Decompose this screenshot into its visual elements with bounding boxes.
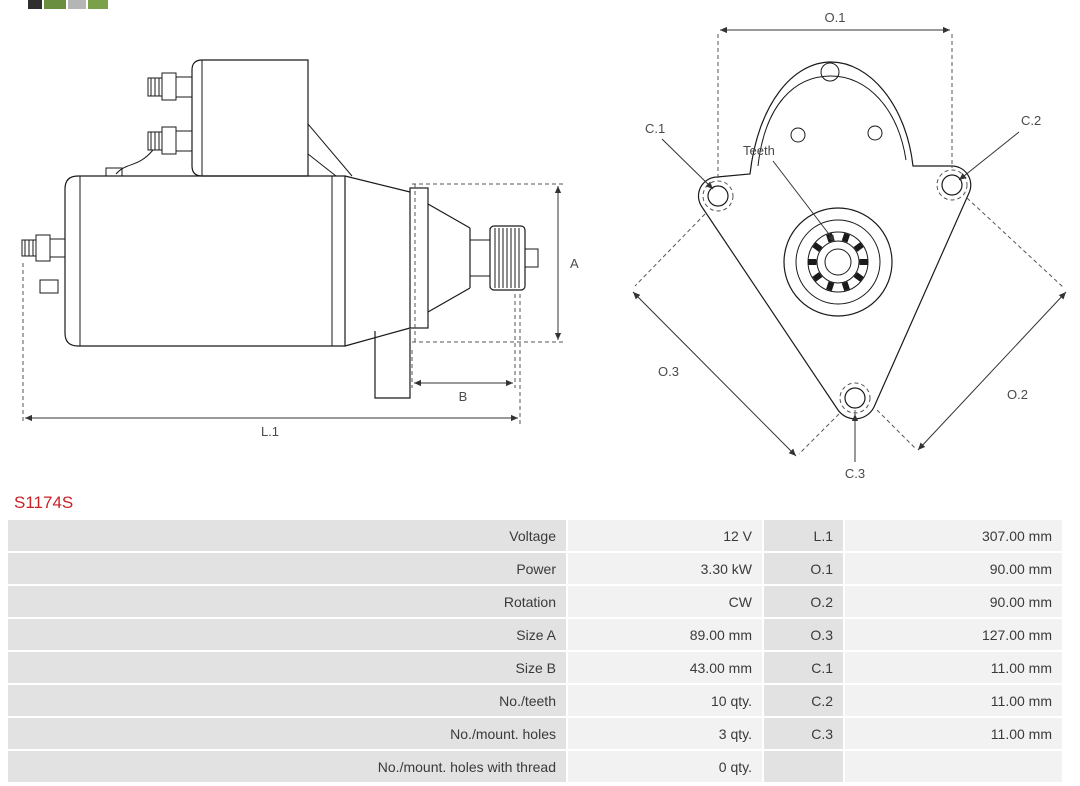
spec-table: Voltage 12 V L.1 307.00 mm Power 3.30 kW… [8,520,1072,782]
side-view-dimensions: A B L.1 [22,183,579,439]
solenoid-terminals [147,72,193,155]
dim-label-a: A [570,256,579,271]
starter-motor-side [21,59,539,399]
dim-value: 90.00 mm [845,586,1062,617]
dim-label-o1: O.1 [825,10,846,25]
dim-value: 11.00 mm [845,718,1062,749]
dim-label-b: B [459,389,468,404]
dim-label-c2: C.2 [1021,113,1041,128]
spec-label: Rotation [8,586,566,617]
starter-motor-front [697,61,972,420]
motor-body [64,175,346,347]
mounting-hole-c3 [839,382,871,414]
solenoid-cable [115,149,154,175]
dim-label: C.2 [764,685,843,716]
table-row: No./mount. holes 3 qty. C.3 11.00 mm [8,718,1072,749]
dim-value: 127.00 mm [845,619,1062,650]
spec-value: 3.30 kW [568,553,762,584]
table-row: No./mount. holes with thread 0 qty. [8,751,1072,782]
table-row: No./teeth 10 qty. C.2 11.00 mm [8,685,1072,716]
brand-logo-block [28,0,42,9]
spec-value: CW [568,586,762,617]
dim-label: O.2 [764,586,843,617]
dim-value: 307.00 mm [845,520,1062,551]
dim-value: 11.00 mm [845,685,1062,716]
spec-label: No./mount. holes with thread [8,751,566,782]
dim-value: 11.00 mm [845,652,1062,683]
brand-logo [28,0,108,10]
dim-value: 90.00 mm [845,553,1062,584]
side-view-drawing: A B L.1 [21,59,579,439]
spec-label: Voltage [8,520,566,551]
central-bore [783,207,893,317]
mounting-foot [374,329,411,399]
spec-label: No./teeth [8,685,566,716]
technical-drawings: A B L.1 [21,10,1067,481]
dim-label-o2: O.2 [1007,387,1028,402]
flange-outline [697,61,972,420]
dim-value [845,751,1062,782]
dim-label: L.1 [764,520,843,551]
front-view-dimensions: O.1 C.1 C.2 Teeth C.3 O.3 O.2 [632,10,1067,481]
spec-label: Power [8,553,566,584]
dim-label: C.3 [764,718,843,749]
table-row: Rotation CW O.2 90.00 mm [8,586,1072,617]
spec-value: 10 qty. [568,685,762,716]
spec-value: 89.00 mm [568,619,762,650]
dim-label [764,751,843,782]
spec-label: Size A [8,619,566,650]
front-view-drawing: O.1 C.1 C.2 Teeth C.3 O.3 O.2 [632,10,1067,481]
table-row: Size A 89.00 mm O.3 127.00 mm [8,619,1072,650]
bolt-head [867,125,883,141]
spec-value: 12 V [568,520,762,551]
spec-label: No./mount. holes [8,718,566,749]
solenoid [191,59,309,177]
spec-value: 43.00 mm [568,652,762,683]
dim-label-c1: C.1 [645,121,665,136]
dim-label: C.1 [764,652,843,683]
table-row: Size B 43.00 mm C.1 11.00 mm [8,652,1072,683]
dim-label: O.1 [764,553,843,584]
bolt-head [790,127,806,143]
pinion-gear [489,225,539,291]
table-row: Power 3.30 kW O.1 90.00 mm [8,553,1072,584]
dim-label-l1: L.1 [261,424,279,439]
dim-label: O.3 [764,619,843,650]
battery-terminal [21,234,66,294]
brand-logo-block [44,0,66,9]
top-hole [820,62,840,82]
spec-value: 0 qty. [568,751,762,782]
table-row: Voltage 12 V L.1 307.00 mm [8,520,1072,551]
spec-value: 3 qty. [568,718,762,749]
spec-label: Size B [8,652,566,683]
part-number: S1174S [14,493,74,512]
brand-logo-block [68,0,86,9]
mounting-hole-c1 [702,180,734,212]
dim-label-teeth: Teeth [743,143,775,158]
brand-logo-block [88,0,108,9]
dim-label-c3: C.3 [845,466,865,481]
dim-label-o3: O.3 [658,364,679,379]
mounting-hole-c2 [936,169,968,201]
drive-end-housing [344,175,491,347]
